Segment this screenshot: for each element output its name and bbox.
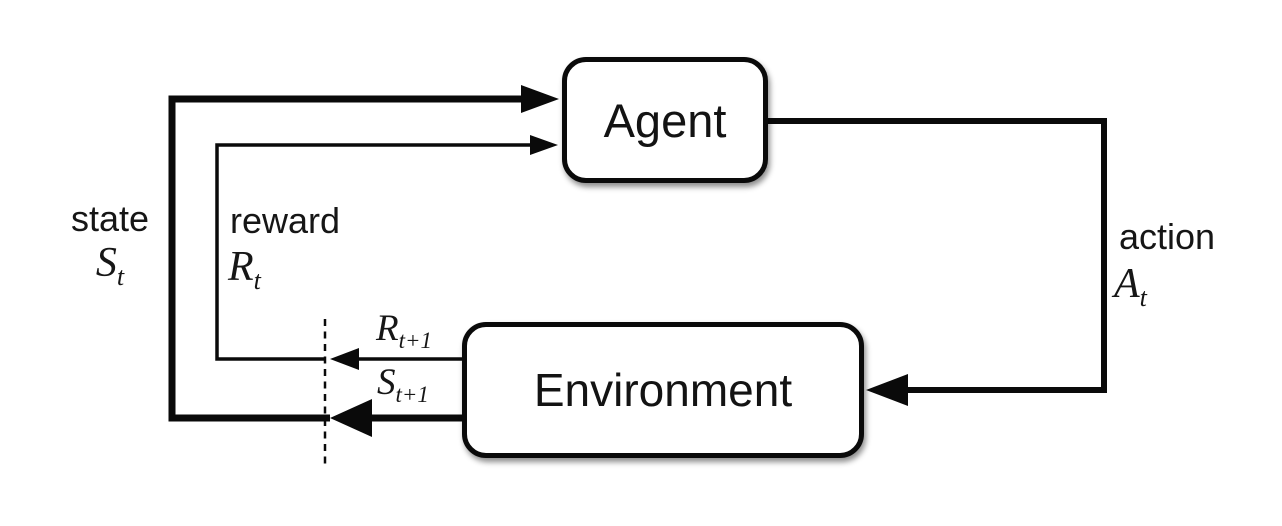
- agent-node: Agent: [562, 57, 768, 183]
- action-word-label: action: [1119, 217, 1215, 257]
- next-state-symbol: St+1: [377, 362, 429, 408]
- next-reward-symbol-sub: t+1: [398, 328, 432, 354]
- action-word: action: [1119, 216, 1216, 257]
- next-reward-symbol: Rt+1: [376, 308, 432, 354]
- state-word-label: state: [54, 199, 166, 239]
- reward-symbol: Rt: [228, 244, 261, 294]
- reward-arrowhead: [530, 135, 558, 155]
- action-symbol: At: [1114, 261, 1147, 311]
- reward-symbol-sub: t: [253, 266, 261, 296]
- action-symbol-base: A: [1114, 261, 1140, 307]
- state-arrowhead: [521, 85, 559, 113]
- reward-word-label: reward: [230, 201, 340, 241]
- reward-symbol-base: R: [228, 244, 254, 290]
- next-state-symbol-sub: t+1: [395, 382, 429, 408]
- action-symbol-sub: t: [1139, 283, 1147, 313]
- next-state-arrowhead: [330, 399, 372, 437]
- state-symbol-base: S: [95, 240, 117, 286]
- next-reward-arrowhead: [330, 348, 359, 370]
- next-reward-symbol-base: R: [376, 308, 399, 349]
- environment-node: Environment: [462, 322, 864, 458]
- state-word: state: [70, 198, 150, 239]
- reward-word: reward: [230, 200, 341, 241]
- action-arrowhead: [866, 374, 908, 406]
- next-state-symbol-base: S: [377, 362, 396, 403]
- agent-label: Agent: [603, 93, 727, 147]
- state-loop-line: [168, 95, 524, 422]
- state-symbol-sub: t: [116, 262, 125, 292]
- state-symbol: St: [54, 240, 166, 290]
- reward-loop-line: [215, 143, 532, 361]
- action-loop-line: [764, 118, 1107, 393]
- environment-label: Environment: [533, 364, 793, 416]
